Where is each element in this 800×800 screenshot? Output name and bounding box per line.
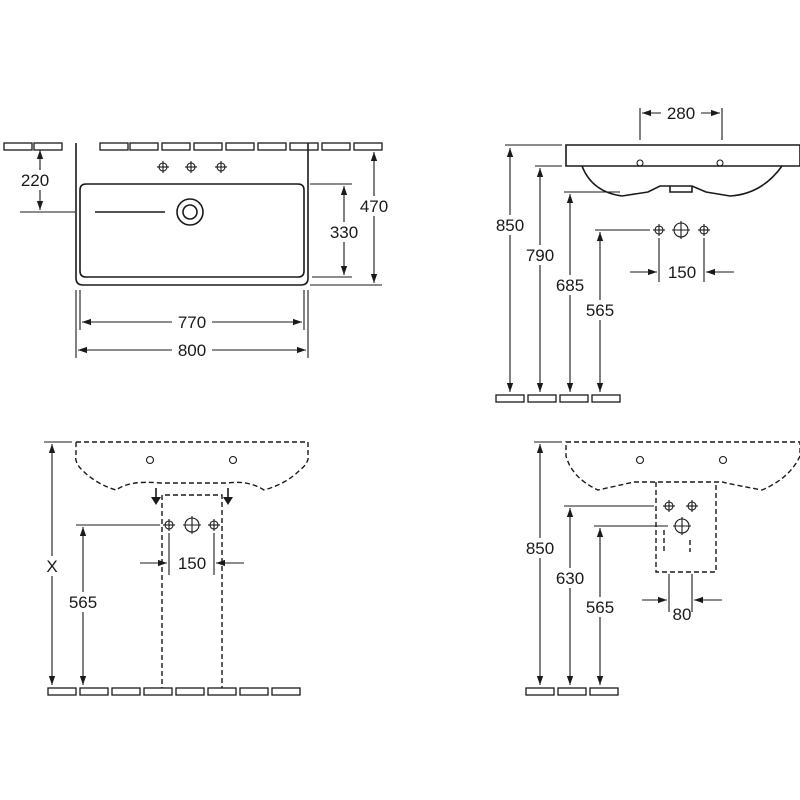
floor-tiles — [47, 687, 301, 696]
dim-470-label: 470 — [360, 197, 388, 216]
side-tap-hole-icon — [636, 159, 644, 167]
pedestal-basin-outline — [74, 441, 310, 491]
floor-tiles — [525, 687, 619, 696]
dim-630-label: 630 — [556, 569, 584, 588]
pedestal-column — [161, 494, 223, 692]
side-pedestal-basin-outline — [565, 441, 800, 491]
pedestal-tap-hole-icon — [145, 455, 155, 465]
floor-tiles — [495, 394, 621, 403]
front-view: 220 330 470 770 800 — [3, 142, 394, 360]
side-pedestal-fitting-icon — [663, 500, 698, 535]
dim-565-label: 565 — [69, 593, 97, 612]
pedestal-front-view: X 565 150 — [40, 441, 310, 696]
side-view: 280 850 790 685 565 150 — [490, 103, 800, 403]
side-pedestal-column — [655, 482, 717, 573]
connection-fitting-icon — [653, 221, 710, 239]
down-arrow-icon — [151, 488, 233, 505]
pedestal-fitting-icon — [163, 516, 220, 534]
dim-150-label: 150 — [178, 554, 206, 573]
dim-220-label: 220 — [21, 171, 49, 190]
tap-hole-icon — [157, 161, 227, 173]
dim-565-label: 565 — [586, 301, 614, 320]
dim-770-label: 770 — [178, 313, 206, 332]
side-basin-rim — [565, 144, 800, 167]
pedestal-side-view: 850 630 565 80 — [520, 441, 800, 696]
wall-tiles — [3, 142, 383, 151]
dim-790-label: 790 — [526, 246, 554, 265]
dim-685-label: 685 — [556, 276, 584, 295]
dim-80-label: 80 — [673, 605, 692, 624]
dim-850-label: 850 — [496, 216, 524, 235]
side-pedestal-tap-hole-icon — [635, 455, 645, 465]
basin-inner-bowl — [79, 183, 305, 278]
side-pedestal-tap-hole-icon — [718, 455, 728, 465]
drain-icon — [176, 198, 204, 226]
dim-280-label: 280 — [667, 104, 695, 123]
dim-150-label: 150 — [668, 263, 696, 282]
dim-565-label: 565 — [586, 598, 614, 617]
dim-x-label: X — [46, 557, 57, 576]
side-tap-hole-icon — [716, 159, 724, 167]
dim-850-label: 850 — [526, 539, 554, 558]
pedestal-tap-hole-icon — [228, 455, 238, 465]
basin-outer-outline — [75, 143, 309, 286]
dim-800-label: 800 — [178, 341, 206, 360]
dim-330-label: 330 — [330, 223, 358, 242]
